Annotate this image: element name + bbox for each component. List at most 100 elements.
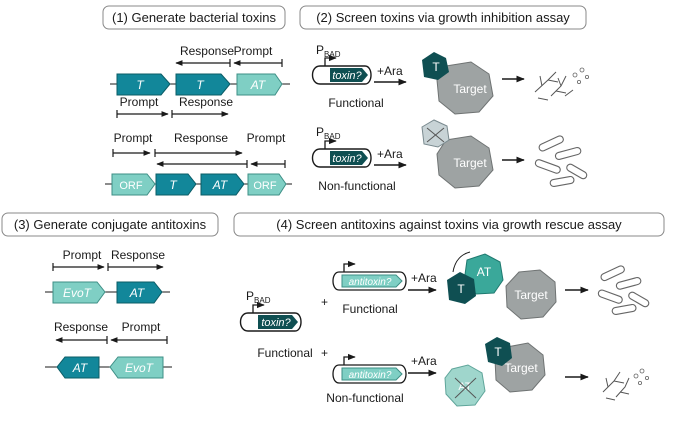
- promoter-arrow: [343, 353, 356, 365]
- gene-antitoxin: [116, 281, 163, 304]
- label-response: Response: [179, 95, 233, 109]
- inactive-toxin-protein: [421, 119, 450, 148]
- target-protein: [436, 135, 494, 189]
- toxin-gene: [330, 151, 368, 165]
- inactive-antitoxin-protein: [444, 364, 486, 407]
- promoter-label: PBAD: [316, 125, 341, 141]
- panel-3-title: (3) Generate conjugate antitoxins: [14, 217, 207, 232]
- panel-4-functional: antitoxin? Functional +Ara Target AT T: [332, 251, 650, 320]
- gene-orf: [111, 173, 156, 196]
- functional-label: Functional: [328, 96, 383, 110]
- non-functional-label: Non-functional: [326, 391, 403, 405]
- gene-toxin: [175, 73, 231, 96]
- toxin-protein-label: T: [494, 345, 502, 359]
- gene-label-orf: ORF: [119, 180, 143, 192]
- panel-4-title: (4) Screen antitoxins against toxins via…: [276, 217, 622, 232]
- target-label: Target: [453, 82, 487, 96]
- panel-3-title-box: [1, 212, 219, 237]
- healthy-bacteria: [597, 265, 650, 316]
- gene-label-at: AT: [72, 361, 89, 375]
- plasmid: [311, 65, 372, 85]
- toxin-gene-label: toxin?: [332, 153, 362, 165]
- gene-label-at: AT: [212, 178, 229, 192]
- promoter-arrow: [324, 54, 337, 66]
- label-prompt: Prompt: [114, 131, 153, 145]
- gene-antitoxin: [236, 73, 283, 96]
- target-label: Target: [504, 361, 538, 375]
- label-response: Response: [111, 248, 165, 262]
- label-prompt: Prompt: [120, 95, 159, 109]
- panel-1-title: (1) Generate bacterial toxins: [112, 10, 277, 25]
- plasmid: [239, 312, 302, 332]
- label-response: Response: [174, 131, 228, 145]
- gene-label-at: AT: [129, 286, 146, 300]
- functional-label: Functional: [342, 302, 397, 316]
- toxin-protein: [447, 272, 476, 304]
- panel-2-functional: PBAD toxin? Functional +Ara Target T: [311, 43, 590, 115]
- antitoxin-gene-label: antitoxin?: [349, 370, 392, 381]
- gene-label-evot: EvoT: [125, 361, 155, 375]
- plasmid: [311, 148, 372, 168]
- promoter-label: PBAD: [246, 289, 271, 305]
- promoter-arrow: [252, 301, 265, 313]
- plus-sign: +: [321, 346, 328, 360]
- plasmid: [332, 271, 407, 291]
- gene-label-t: T: [196, 78, 205, 92]
- panel-2-title: (2) Screen toxins via growth inhibition …: [316, 10, 570, 25]
- label-prompt: Prompt: [247, 131, 286, 145]
- antitoxin-gene: [341, 367, 403, 381]
- gene-toxin: [155, 173, 197, 196]
- panel-3-reverse: Response Prompt AT EvoT: [45, 320, 172, 379]
- toxin-gene: [258, 315, 298, 329]
- plasmid: [332, 364, 407, 384]
- promoter-arrow: [343, 260, 356, 272]
- target-protein: [436, 61, 494, 115]
- plus-sign: +: [321, 295, 328, 309]
- gene-toxin: [116, 73, 171, 96]
- gene-label-t: T: [169, 178, 178, 192]
- functional-label: Functional: [257, 346, 312, 360]
- antitoxin-protein-label: AT: [477, 265, 492, 279]
- ara-label: +Ara: [377, 147, 403, 161]
- crossed-out-icon: [426, 127, 445, 143]
- gene-orf: [247, 173, 287, 196]
- promoter-label: PBAD: [316, 43, 341, 59]
- toxin-gene-label: toxin?: [261, 317, 291, 329]
- panel-3-forward: Prompt Response EvoT AT: [45, 248, 170, 304]
- gene-evot: [52, 281, 106, 304]
- panel-1-row-2: Prompt Response Prompt ORF T AT ORF: [105, 131, 292, 196]
- binding-curve: [452, 251, 471, 273]
- gene-label-orf: ORF: [253, 180, 277, 192]
- crossed-out-icon: [454, 377, 477, 399]
- antitoxin-gene-label: antitoxin?: [349, 277, 392, 288]
- ara-label: +Ara: [411, 354, 437, 368]
- ara-label: +Ara: [411, 271, 437, 285]
- promoter-arrow: [324, 137, 337, 149]
- gene-label-evot: EvoT: [63, 286, 93, 300]
- panel-1-row-1: Response Prompt T T AT Prompt Response: [110, 44, 290, 118]
- toxin-protein: [422, 52, 449, 80]
- panel-1-title-box: [102, 5, 286, 30]
- panel-4-non-functional: antitoxin? Non-functional +Ara AT Target…: [326, 337, 650, 407]
- antitoxin-gene: [341, 274, 403, 288]
- panel-2-non-functional: PBAD toxin? Non-functional +Ara Target: [311, 119, 588, 193]
- label-response: Response: [54, 320, 108, 334]
- gene-label-at: AT: [250, 78, 267, 92]
- debris-dots: [572, 67, 590, 85]
- healthy-bacteria: [534, 135, 588, 188]
- panel-4-toxin-plasmid: PBAD toxin? Functional + +: [239, 289, 328, 360]
- gene-evot: [109, 356, 164, 379]
- panel-2-title-box: [299, 5, 587, 30]
- gene-label-t: T: [136, 78, 145, 92]
- dead-bacteria: [534, 71, 574, 101]
- debris-dots: [633, 368, 650, 385]
- target-protein: [505, 269, 557, 320]
- label-prompt: Prompt: [63, 248, 102, 262]
- non-functional-label: Non-functional: [318, 179, 395, 193]
- label-response: Response: [180, 44, 234, 58]
- toxin-gene: [330, 68, 368, 82]
- toxin-protein-label: T: [457, 282, 465, 296]
- toxin-gene-label: toxin?: [332, 70, 362, 82]
- label-prompt: Prompt: [234, 44, 273, 58]
